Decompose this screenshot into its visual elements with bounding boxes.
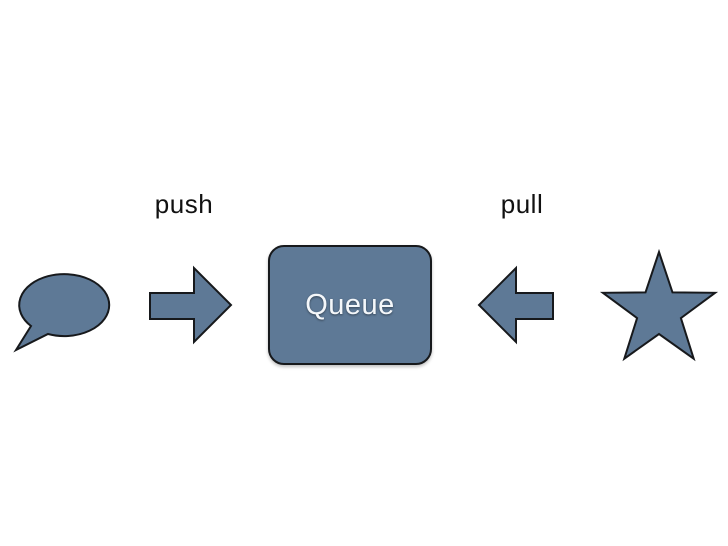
push-label: push — [154, 189, 214, 219]
queue-box: Queue — [268, 245, 432, 365]
push-arrow-right-icon — [149, 265, 233, 345]
speech-bubble-icon — [13, 273, 111, 353]
pull-label: pull — [500, 189, 544, 219]
star-icon — [599, 248, 719, 362]
queue-label: Queue — [305, 288, 395, 321]
pull-arrow-left-icon — [477, 265, 554, 345]
